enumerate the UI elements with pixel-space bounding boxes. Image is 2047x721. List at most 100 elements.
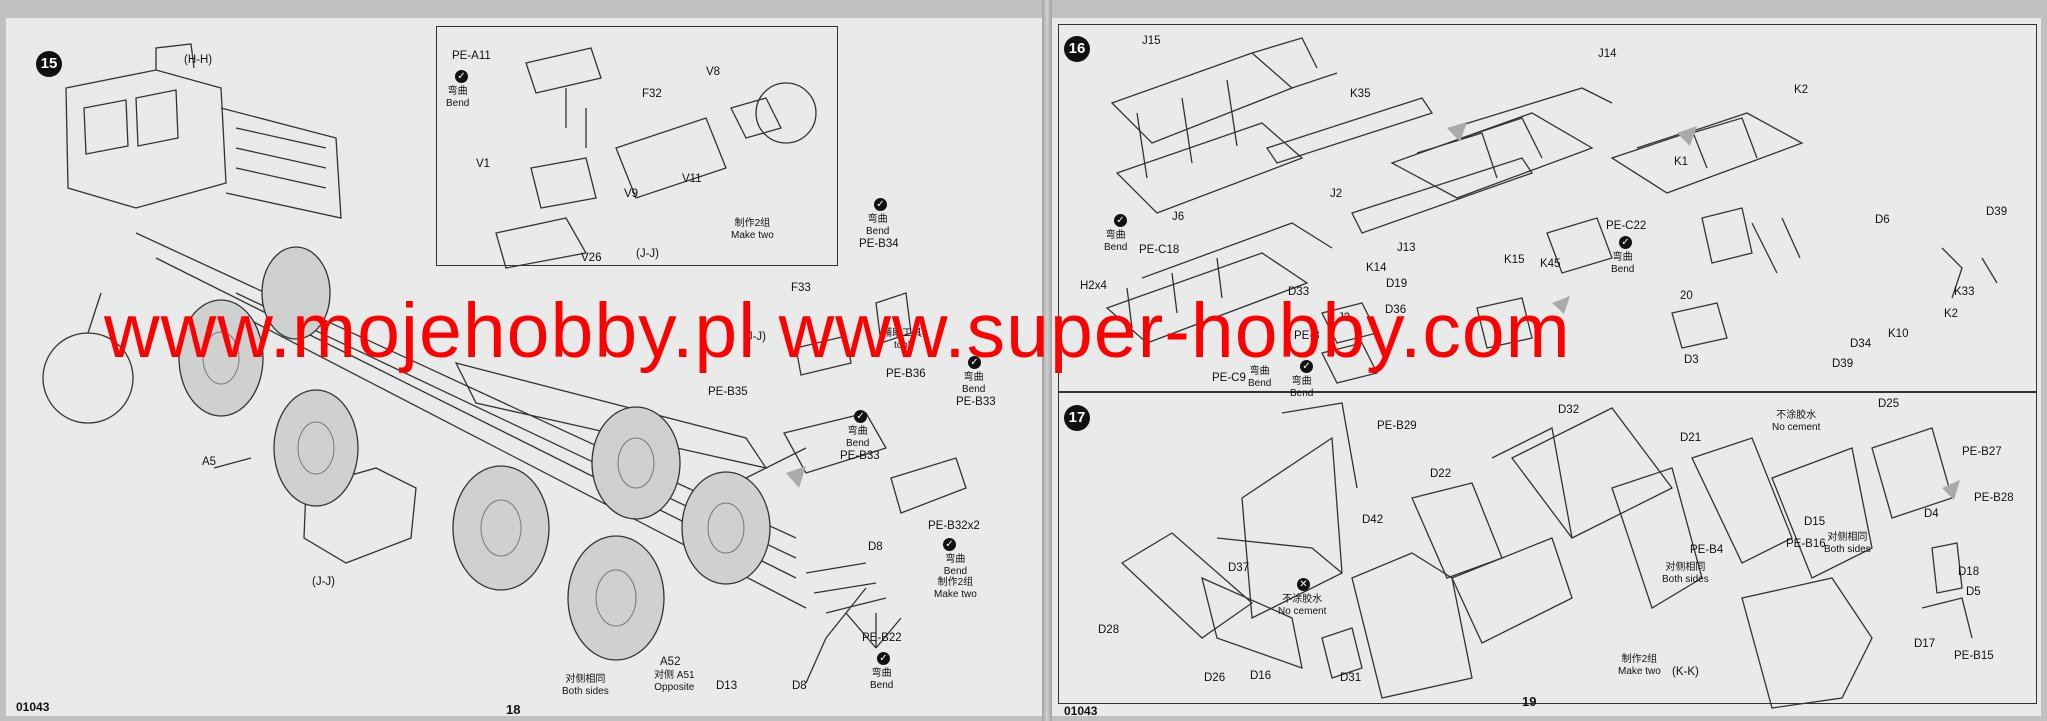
label-k14: K14 [1366, 262, 1387, 274]
label-d15: D15 [1804, 516, 1826, 528]
bend-icon: ✓ [1619, 236, 1632, 249]
label-d8-bottom: D8 [792, 680, 807, 692]
label-pe-b32x2: PE-B32x2 [928, 520, 980, 532]
label-hh: (H-H) [184, 54, 213, 66]
step-16-frame [1058, 24, 2037, 392]
label-d18: D18 [1958, 566, 1980, 578]
label-j6: J6 [1172, 211, 1185, 223]
label-pe-b34: PE-B34 [859, 238, 899, 250]
label-h2x4: H2x4 [1080, 280, 1107, 292]
step-17-frame [1058, 392, 2037, 704]
label-d21: D21 [1680, 432, 1702, 444]
step-15-line-art [6, 18, 1042, 716]
label-pe-b29: PE-B29 [1377, 420, 1417, 432]
label-d25: D25 [1878, 398, 1900, 410]
label-d8-top: D8 [868, 541, 883, 553]
bend-icon: ✓ [874, 198, 887, 211]
catalog-code: 01043 [16, 700, 50, 714]
label-j13: J13 [1397, 242, 1416, 254]
bend-icon: ✓ [1300, 360, 1313, 373]
label-d42: D42 [1362, 514, 1384, 526]
label-d33: D33 [1288, 286, 1310, 298]
label-pe-c9: PE-C9 [1212, 372, 1246, 384]
label-k45: K45 [1540, 258, 1561, 270]
label-f32: F32 [642, 88, 662, 100]
label-k35: K35 [1350, 88, 1371, 100]
label-jj-top: (J-J) [636, 248, 659, 260]
label-d39-top: D39 [1986, 206, 2008, 218]
label-d37: D37 [1228, 562, 1250, 574]
page-number: 18 [506, 702, 521, 717]
label-a5: A5 [202, 456, 217, 468]
label-pe-b33-left: PE-B33 [840, 450, 880, 462]
label-pe-a11: PE-A11 [452, 50, 491, 62]
label-d13: D13 [716, 680, 738, 692]
label-v26: V26 [581, 252, 602, 264]
label-kk: (K-K) [1672, 666, 1699, 678]
label-pe-b22: PE-B22 [862, 632, 902, 644]
label-pe-c22: PE-C22 [1606, 220, 1647, 232]
jj-inset-frame [436, 26, 838, 266]
label-d17: D17 [1914, 638, 1936, 650]
label-pe-b35: PE-B35 [708, 386, 748, 398]
label-d4: D4 [1924, 508, 1939, 520]
label-20: 20 [1680, 290, 1693, 302]
label-f33: F33 [791, 282, 811, 294]
label-j3: J3 [1338, 312, 1351, 324]
label-pe-b33-right: PE-B33 [956, 396, 996, 408]
label-k10: K10 [1888, 328, 1909, 340]
step-number-16: 16 [1064, 36, 1090, 62]
label-pe-b36: PE-B36 [886, 368, 926, 380]
bend-icon: ✓ [854, 410, 867, 423]
label-j2: J2 [1330, 188, 1343, 200]
label-v8: V8 [706, 66, 721, 78]
label-d34: D34 [1850, 338, 1872, 350]
label-d26: D26 [1204, 672, 1226, 684]
label-pe-b4: PE-B4 [1690, 544, 1724, 556]
label-d6: D6 [1875, 214, 1890, 226]
label-j14: J14 [1598, 48, 1617, 60]
label-pe-b16: PE-B16 [1786, 538, 1826, 550]
label-k2: K2 [1794, 84, 1809, 96]
label-k1: K1 [1674, 156, 1689, 168]
steps-16-17-line-art [1052, 18, 2041, 716]
label-jj-bottom: (J-J) [312, 576, 335, 588]
wheels [179, 247, 770, 660]
label-a52: A52 [660, 656, 681, 668]
bend-icon: ✓ [1114, 214, 1127, 227]
label-pe-b27: PE-B27 [1962, 446, 2002, 458]
label-d22: D22 [1430, 468, 1452, 480]
label-jj-mid: (J-J) [743, 331, 766, 343]
step-number-17: 17 [1064, 405, 1090, 431]
bend-icon: ✓ [968, 356, 981, 369]
label-d32: D32 [1558, 404, 1580, 416]
label-d19: D19 [1386, 278, 1408, 290]
catalog-code: 01043 [1064, 704, 1098, 718]
label-d28: D28 [1098, 624, 1120, 636]
label-k2b: K2 [1944, 308, 1959, 320]
bend-icon: ✓ [455, 70, 468, 83]
label-v11: V11 [682, 173, 702, 185]
label-pe-8: PE-8 [1294, 330, 1320, 342]
page-number: 19 [1522, 694, 1537, 709]
book-gutter [1042, 0, 1052, 721]
